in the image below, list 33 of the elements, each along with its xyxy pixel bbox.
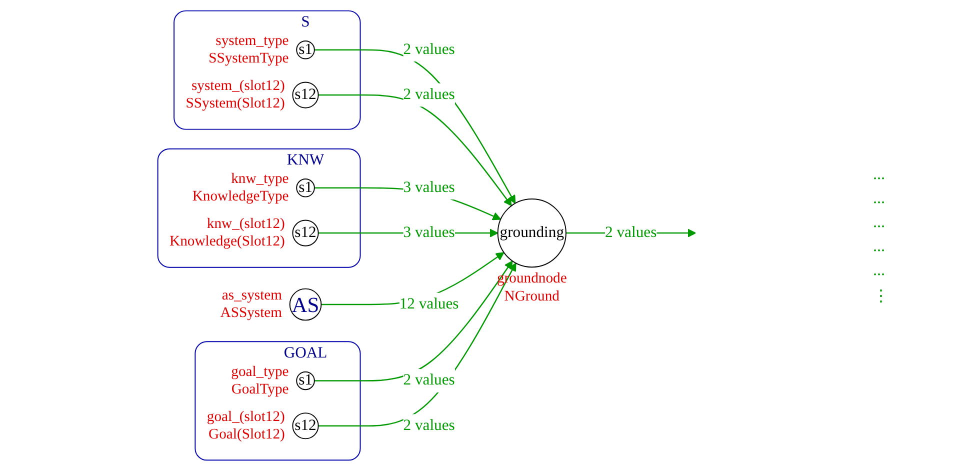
ellipsis-note: ⋮ [873,286,890,306]
node-circle: s12 [292,82,319,108]
node-caption: knw_type KnowledgeType [192,171,289,205]
edge-label: 2 values [403,41,455,58]
edge-label: 2 values [403,417,455,434]
node-caption: as_system ASSystem [220,288,282,322]
node-circle: grounding [497,198,566,268]
edge-label: 2 values [403,86,455,103]
node-circle: AS [289,288,322,321]
node-circle: s1 [296,178,315,198]
edge-label: 2 values [403,372,455,389]
ellipsis-note: ... [873,190,886,208]
node-caption: knw_(slot12) Knowledge(Slot12) [169,216,285,250]
node-caption: goal_(slot12) Goal(Slot12) [206,409,285,443]
node-circle: s1 [296,40,315,60]
ellipsis-note: ... [873,238,886,256]
edge-label: 2 values [604,224,657,241]
edge-label: 12 values [399,296,459,312]
ellipsis-note: ... [873,214,886,232]
node-circle: s12 [292,220,319,246]
node-circle: s1 [296,371,315,390]
arrow [318,94,512,206]
arrow [318,262,516,427]
node-circle: s12 [292,412,319,440]
ellipsis-note: ... [873,262,886,280]
arrow [314,49,516,204]
arrow [314,260,513,382]
node-caption: system_(slot12) SSystem(Slot12) [186,78,285,112]
node-caption: goal_type GoalType [231,364,289,398]
ellipsis-note: ... [873,166,886,184]
edge-label: 3 values [403,179,455,196]
node-caption: system_type SSystemType [208,33,289,67]
edge-label: 3 values [403,224,455,241]
